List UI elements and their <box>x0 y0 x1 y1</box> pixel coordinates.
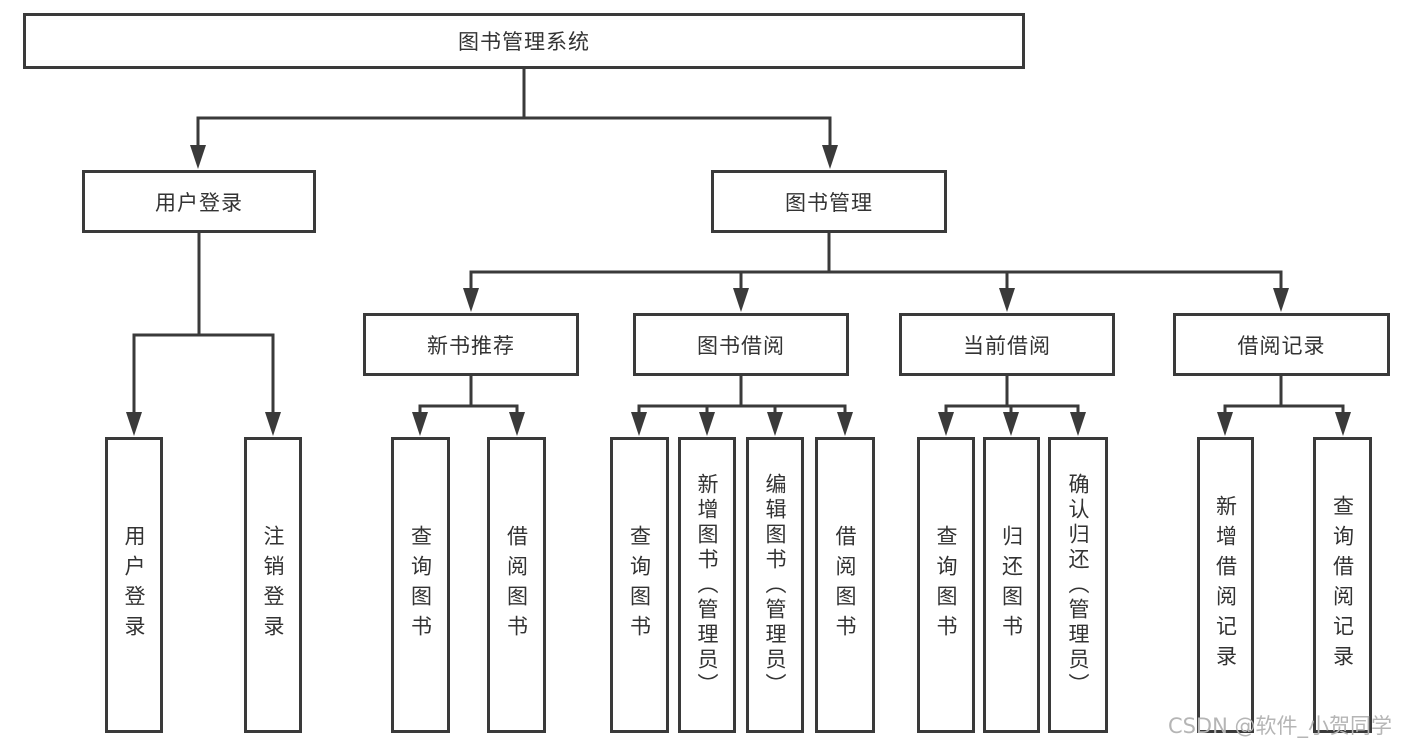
arrowhead <box>822 145 838 169</box>
arrowhead <box>631 412 647 436</box>
leaf-user-login: 用户登录 <box>105 437 163 733</box>
leaf-bb-edit-books-admin: 编辑图书（管理员） <box>746 437 804 733</box>
node-current-borrow: 当前借阅 <box>899 313 1115 376</box>
leaf-bb-edit-books-admin-label: 编辑图书（管理员） <box>763 472 788 698</box>
edges-newbook-to-leaves <box>412 374 525 436</box>
arrowhead <box>1003 412 1019 436</box>
arrowhead <box>1273 288 1289 312</box>
leaf-br-add-record-label: 新增借阅记录 <box>1213 495 1238 675</box>
leaf-cb-confirm-return-admin-label: 确认归还（管理员） <box>1066 472 1091 698</box>
node-root: 图书管理系统 <box>23 13 1025 69</box>
leaf-logout: 注销登录 <box>244 437 302 733</box>
leaf-br-query-record: 查询借阅记录 <box>1313 437 1372 733</box>
leaf-br-add-record: 新增借阅记录 <box>1197 437 1254 733</box>
node-current-borrow-label: 当前借阅 <box>963 333 1051 358</box>
leaf-cb-return-books: 归还图书 <box>983 437 1040 733</box>
node-book-management: 图书管理 <box>711 170 947 233</box>
leaf-bb-add-books-admin-label: 新增图书（管理员） <box>695 472 720 698</box>
arrowhead <box>509 412 525 436</box>
arrowhead <box>265 412 281 436</box>
leaf-nb-query-books: 查询图书 <box>391 437 450 733</box>
edges-bookmgmt-to-level2 <box>463 231 1289 312</box>
edges-borrowrecord-to-leaves <box>1217 374 1351 436</box>
edges-currentborrow-to-leaves <box>938 374 1086 436</box>
arrowhead <box>837 412 853 436</box>
edges-userlogin-to-leaves <box>126 231 281 436</box>
arrowhead <box>1217 412 1233 436</box>
arrowhead <box>938 412 954 436</box>
leaf-cb-return-books-label: 归还图书 <box>999 525 1024 645</box>
leaf-bb-query-books: 查询图书 <box>610 437 669 733</box>
arrowhead <box>126 412 142 436</box>
node-borrow-record: 借阅记录 <box>1173 313 1390 376</box>
csdn-watermark: CSDN @软件_小贺同学 <box>1167 714 1392 738</box>
leaf-br-query-record-label: 查询借阅记录 <box>1330 495 1355 675</box>
leaf-user-login-label: 用户登录 <box>122 525 147 645</box>
edges-root-to-level1 <box>190 67 838 169</box>
node-new-book-recommend-label: 新书推荐 <box>427 333 515 358</box>
leaf-cb-query-books-label: 查询图书 <box>934 525 959 645</box>
arrowhead <box>463 288 479 312</box>
node-book-borrow: 图书借阅 <box>633 313 849 376</box>
leaf-nb-query-books-label: 查询图书 <box>408 525 433 645</box>
arrowhead <box>1335 412 1351 436</box>
leaf-nb-borrow-books-label: 借阅图书 <box>504 525 529 645</box>
node-borrow-record-label: 借阅记录 <box>1237 333 1326 358</box>
node-root-label: 图书管理系统 <box>458 30 590 54</box>
leaf-cb-confirm-return-admin: 确认归还（管理员） <box>1048 437 1108 733</box>
leaf-bb-query-books-label: 查询图书 <box>627 525 652 645</box>
arrowhead <box>767 412 783 436</box>
leaf-cb-query-books: 查询图书 <box>917 437 975 733</box>
arrowhead <box>733 288 749 312</box>
arrowhead <box>190 145 206 169</box>
leaf-bb-borrow-books-label: 借阅图书 <box>833 525 858 645</box>
arrowhead <box>412 412 428 436</box>
leaf-bb-add-books-admin: 新增图书（管理员） <box>678 437 736 733</box>
arrowhead <box>1070 412 1086 436</box>
arrowhead <box>999 288 1015 312</box>
arrowhead <box>699 412 715 436</box>
leaf-nb-borrow-books: 借阅图书 <box>487 437 546 733</box>
leaf-bb-borrow-books: 借阅图书 <box>815 437 875 733</box>
node-book-borrow-label: 图书借阅 <box>697 333 785 358</box>
edges-bookborrow-to-leaves <box>631 374 853 436</box>
node-user-login: 用户登录 <box>82 170 316 233</box>
node-new-book-recommend: 新书推荐 <box>363 313 579 376</box>
leaf-logout-label: 注销登录 <box>261 525 286 645</box>
node-book-management-label: 图书管理 <box>785 190 873 215</box>
node-user-login-label: 用户登录 <box>155 190 243 215</box>
